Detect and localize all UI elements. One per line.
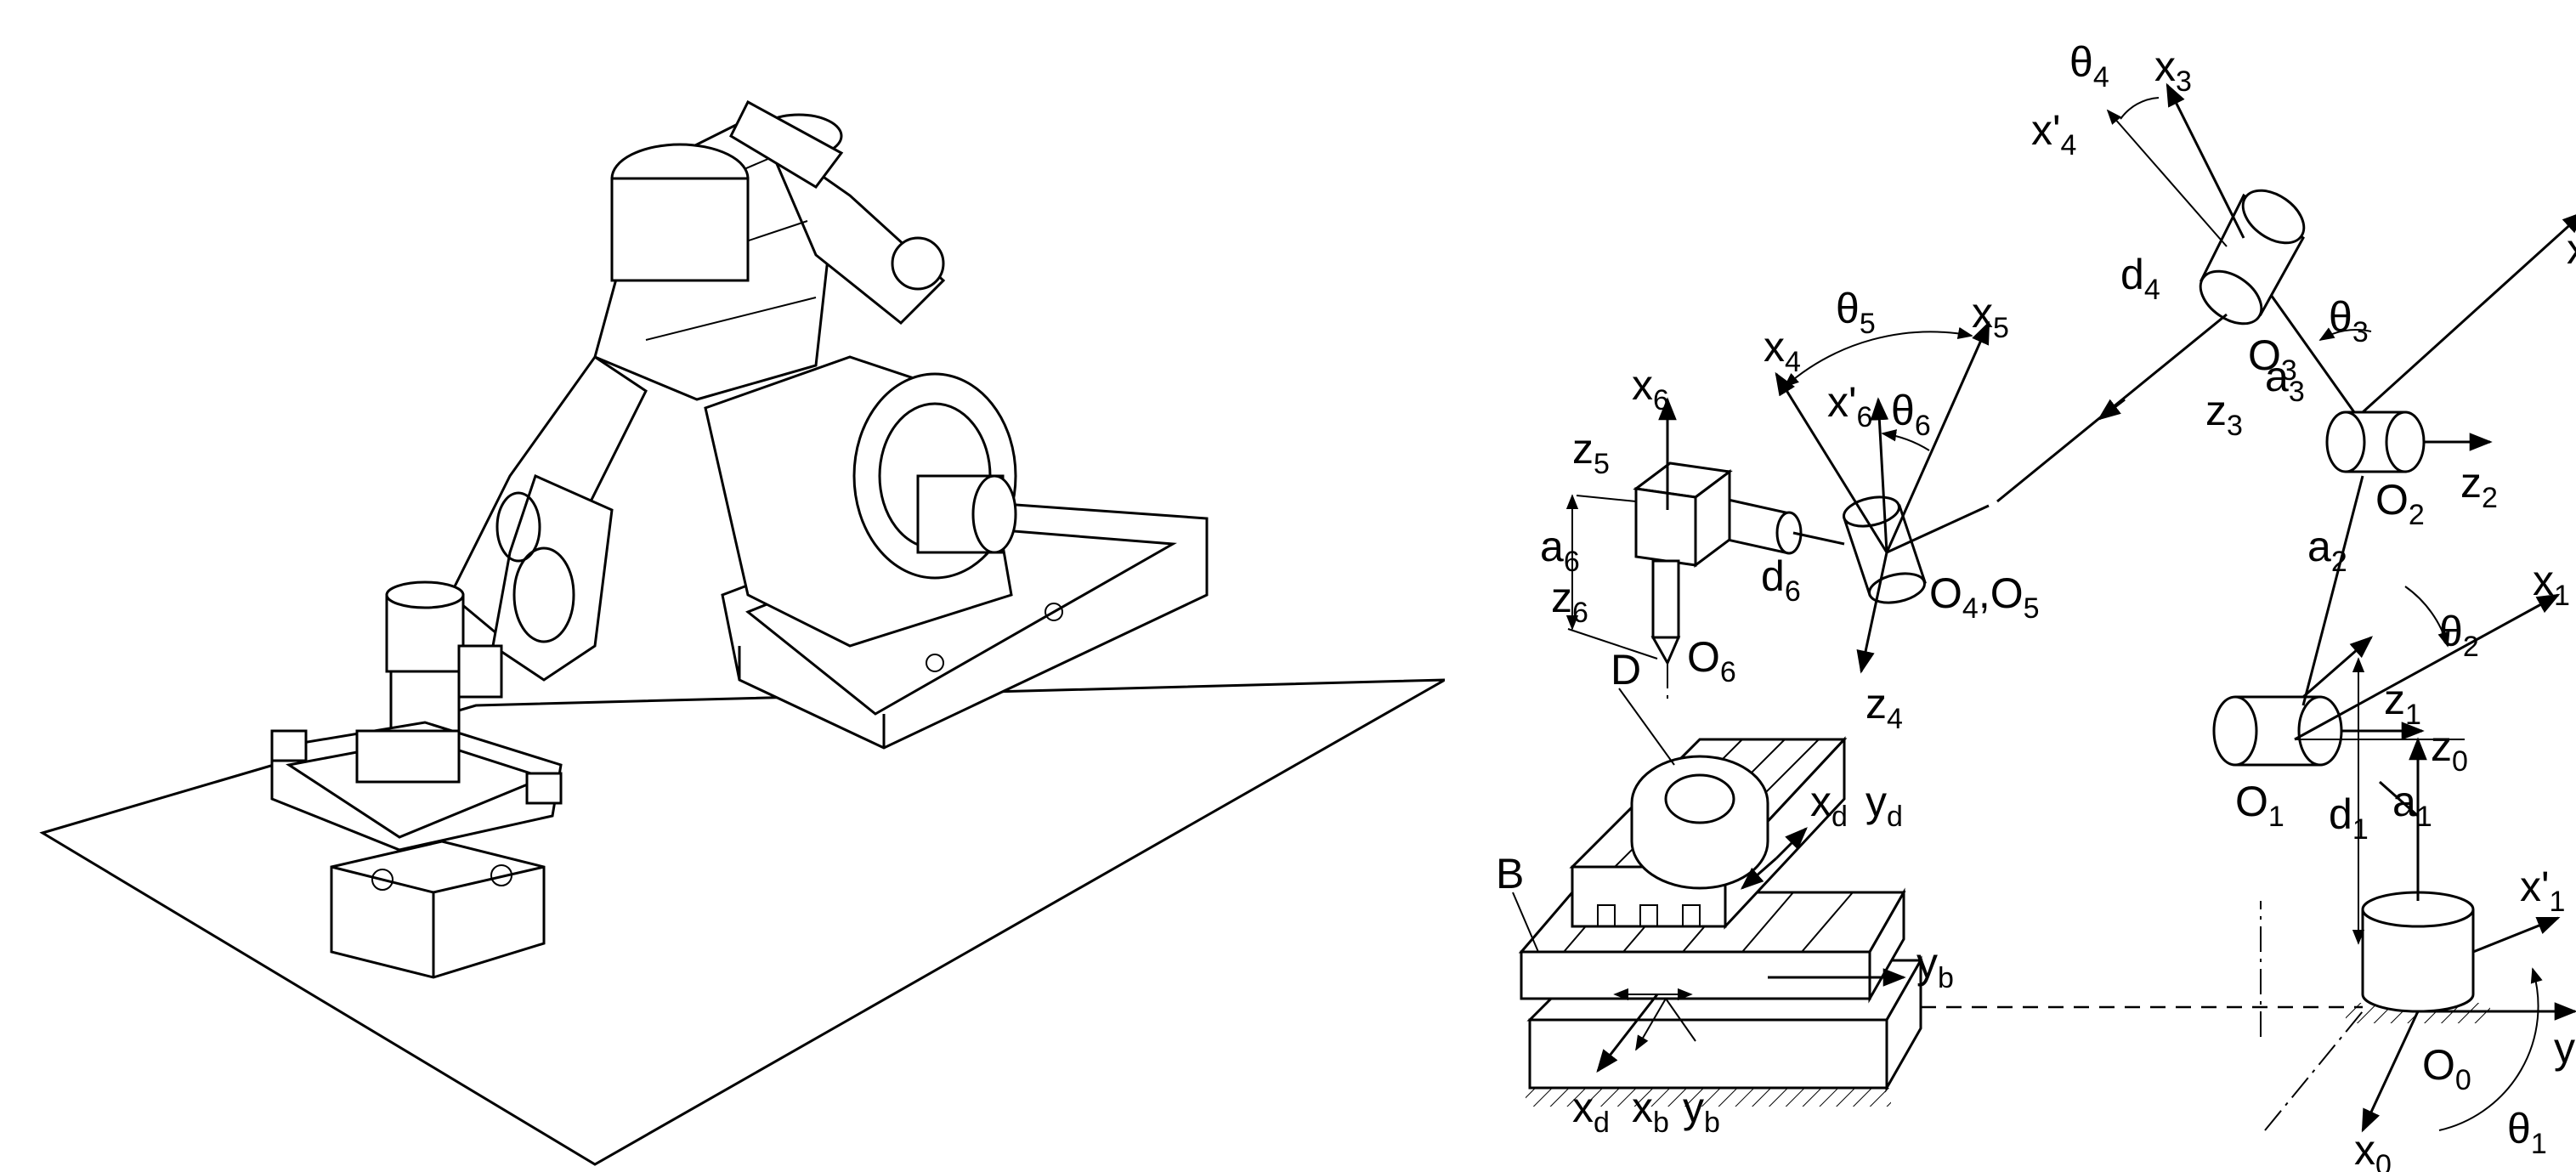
- link-a2: [2301, 475, 2364, 706]
- label-D: D: [1611, 646, 1641, 694]
- workpiece-fixture-d: [1569, 736, 1848, 930]
- robot-forearm: [449, 354, 648, 682]
- theta1-arc: [2438, 967, 2543, 1131]
- x1-axis-short: [2302, 636, 2374, 699]
- base-centerline: [2264, 1011, 2364, 1131]
- label-xd2: xd: [1572, 1084, 1610, 1139]
- theta4-arc: [2120, 97, 2160, 120]
- joint2-cylinder: [2325, 410, 2426, 473]
- label-O3: O3: [2248, 331, 2297, 387]
- x4-axis: [1775, 371, 1888, 553]
- label-theta5: θ5: [1836, 285, 1876, 340]
- label-y0: y0: [2554, 1024, 2576, 1079]
- label-a6: a6: [1540, 523, 1580, 578]
- z4-axis: [1856, 552, 1888, 674]
- label-x4: x4: [1764, 323, 1801, 378]
- label-B: B: [1496, 850, 1524, 897]
- joint1-cylinder: [2212, 695, 2343, 767]
- label-O2: O2: [2375, 476, 2425, 531]
- label-yb: yb: [1916, 939, 1954, 994]
- label-xd: xd: [1810, 778, 1848, 833]
- b-leader: [1512, 892, 1539, 953]
- label-a1: a1: [2392, 778, 2432, 833]
- x2-axis: [2361, 211, 2576, 414]
- label-O1: O1: [2235, 778, 2284, 833]
- label-d6: d6: [1761, 552, 1801, 608]
- label-theta2: θ2: [2439, 608, 2479, 663]
- label-yb2: yb: [1683, 1084, 1720, 1139]
- label-x2: x2: [2567, 225, 2576, 280]
- z3-arrow: [2097, 398, 2126, 421]
- d-leader: [1618, 688, 1675, 766]
- label-O6: O6: [1687, 633, 1736, 688]
- label-x5: x5: [1972, 289, 2009, 344]
- label-z1: z1: [2384, 676, 2421, 731]
- theta2-arc: [2404, 586, 2450, 648]
- label-z3: z3: [2205, 387, 2243, 442]
- link-a3: [2259, 280, 2356, 413]
- label-x1: x1: [2533, 557, 2570, 612]
- xd-axis-neg: [1740, 857, 1777, 890]
- ground-hatch-workpiece: [1526, 1088, 1891, 1107]
- xd-axis: [1775, 827, 1808, 860]
- robot-top-motor: [610, 99, 844, 282]
- x1-axis: [2294, 593, 2561, 741]
- label-a2: a2: [2307, 523, 2347, 578]
- z5-leader: [1576, 495, 1637, 502]
- link-offset-a1: [2379, 780, 2419, 818]
- x3-axis: [2166, 82, 2245, 239]
- label-d4: d4: [2120, 251, 2160, 306]
- theta6-arc: [1881, 429, 1930, 451]
- x0-axis: [2361, 1011, 2420, 1133]
- label-x6p: x'6: [1827, 378, 1872, 433]
- label-x3: x3: [2154, 42, 2192, 98]
- label-theta1: θ1: [2507, 1105, 2547, 1160]
- label-theta6: θ6: [1891, 387, 1931, 442]
- xd-lower-axis: [1596, 994, 1659, 1073]
- label-O45: O4,O5: [1929, 569, 2040, 625]
- end-effector-block: [1633, 461, 1733, 666]
- label-z2: z2: [2460, 459, 2498, 514]
- label-a3: a3: [2265, 353, 2305, 408]
- z6-leader: [1567, 628, 1658, 660]
- label-x0: x0: [2354, 1126, 2392, 1172]
- link-45: [1886, 504, 1990, 554]
- joint3-cylinder: [2199, 189, 2306, 326]
- label-yd: yd: [1865, 778, 1903, 833]
- xb-axis: [1635, 998, 1667, 1051]
- label-xb2: xb: [1632, 1084, 1669, 1139]
- label-z6: z6: [1551, 574, 1588, 629]
- x4p-axis: [2106, 109, 2228, 247]
- label-z4: z4: [1865, 680, 1903, 735]
- base-cylinder: [2361, 891, 2475, 1013]
- label-d1: d1: [2329, 790, 2369, 846]
- workpiece-table: [270, 721, 563, 979]
- label-theta4: θ4: [2069, 38, 2109, 93]
- label-x1p: x'1: [2520, 863, 2565, 918]
- label-z5: z5: [1572, 425, 1610, 480]
- robot-cell-svg: [39, 99, 1445, 1166]
- label-x6: x6: [1632, 361, 1669, 416]
- x1p-axis: [2472, 916, 2561, 954]
- theta5-arc: [1783, 326, 1973, 388]
- label-z0: z0: [2431, 722, 2468, 778]
- robot-cell-drawing: [39, 99, 1445, 1166]
- label-x4p: x'4: [2031, 106, 2076, 161]
- label-theta3: θ3: [2329, 293, 2369, 348]
- robot-column: [704, 355, 1017, 648]
- yb-leader: [1665, 998, 1696, 1042]
- label-O0: O0: [2422, 1041, 2471, 1096]
- x6p-axis: [1870, 397, 1889, 553]
- link-d6: [1792, 531, 1845, 546]
- theta3-arc: [2318, 327, 2372, 341]
- floor-plate: [39, 678, 1445, 1166]
